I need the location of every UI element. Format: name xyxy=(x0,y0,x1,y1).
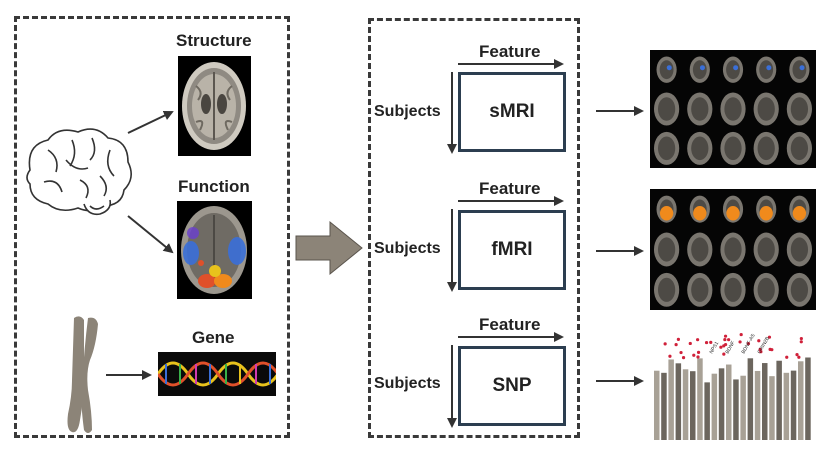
chromosome-column xyxy=(704,382,710,440)
gene-annotation: BDNF-AS xyxy=(741,332,758,355)
functional-mri-image xyxy=(177,201,252,299)
flow-arrow-icon xyxy=(295,220,363,276)
chromosome-icon xyxy=(67,316,98,433)
fmri-feature-label: Feature xyxy=(479,179,541,198)
chromosome-column xyxy=(654,370,660,440)
brain-icon xyxy=(26,128,132,216)
smri-subjects-label: Subjects xyxy=(374,103,441,120)
chromosome-column xyxy=(733,379,739,440)
chromosome-column xyxy=(747,358,754,440)
chromosome-column xyxy=(668,359,674,440)
structural-mri-image xyxy=(178,56,251,156)
fmri-slices-grid xyxy=(650,189,816,310)
chromosome-column xyxy=(661,372,667,440)
chromosome-column xyxy=(711,373,718,440)
chromosome-column xyxy=(790,370,797,440)
smri-matrix-box: sMRI xyxy=(458,72,566,152)
chromosome-column xyxy=(675,363,682,440)
input-data-panel xyxy=(14,16,290,438)
gene-label: Gene xyxy=(192,328,235,347)
structure-label: Structure xyxy=(176,31,252,50)
function-label: Function xyxy=(178,177,250,196)
chromosome-column xyxy=(697,358,703,440)
fmri-subjects-label: Subjects xyxy=(374,240,441,257)
chromosome-column xyxy=(690,371,696,440)
fmri-matrix-box: fMRI xyxy=(458,210,566,290)
chromosome-column xyxy=(769,376,775,440)
chromosome-column xyxy=(754,370,761,440)
chromosome-column xyxy=(718,368,725,440)
chromosome-column xyxy=(726,364,732,440)
chromosome-column xyxy=(783,372,790,440)
snp-matrix-box: SNP xyxy=(458,346,566,426)
smri-feature-label: Feature xyxy=(479,42,541,61)
snp-subjects-label: Subjects xyxy=(374,375,441,392)
dna-helix-icon xyxy=(158,352,276,396)
chromosome-column xyxy=(682,369,689,440)
smri-slices-grid xyxy=(650,50,816,168)
snp-feature-label: Feature xyxy=(479,315,541,334)
gene-annotation: NPS1 xyxy=(709,340,721,355)
gene-annotation: BDNF xyxy=(725,340,737,355)
chromosome-column xyxy=(762,363,768,440)
chromosome-column xyxy=(798,361,804,440)
chromosome-column xyxy=(740,375,746,440)
chromosome-column xyxy=(805,357,811,440)
feature-matrix-panel xyxy=(368,18,580,438)
chromosome-column xyxy=(776,360,782,440)
gene-annotation: GRIN2B xyxy=(757,335,772,355)
